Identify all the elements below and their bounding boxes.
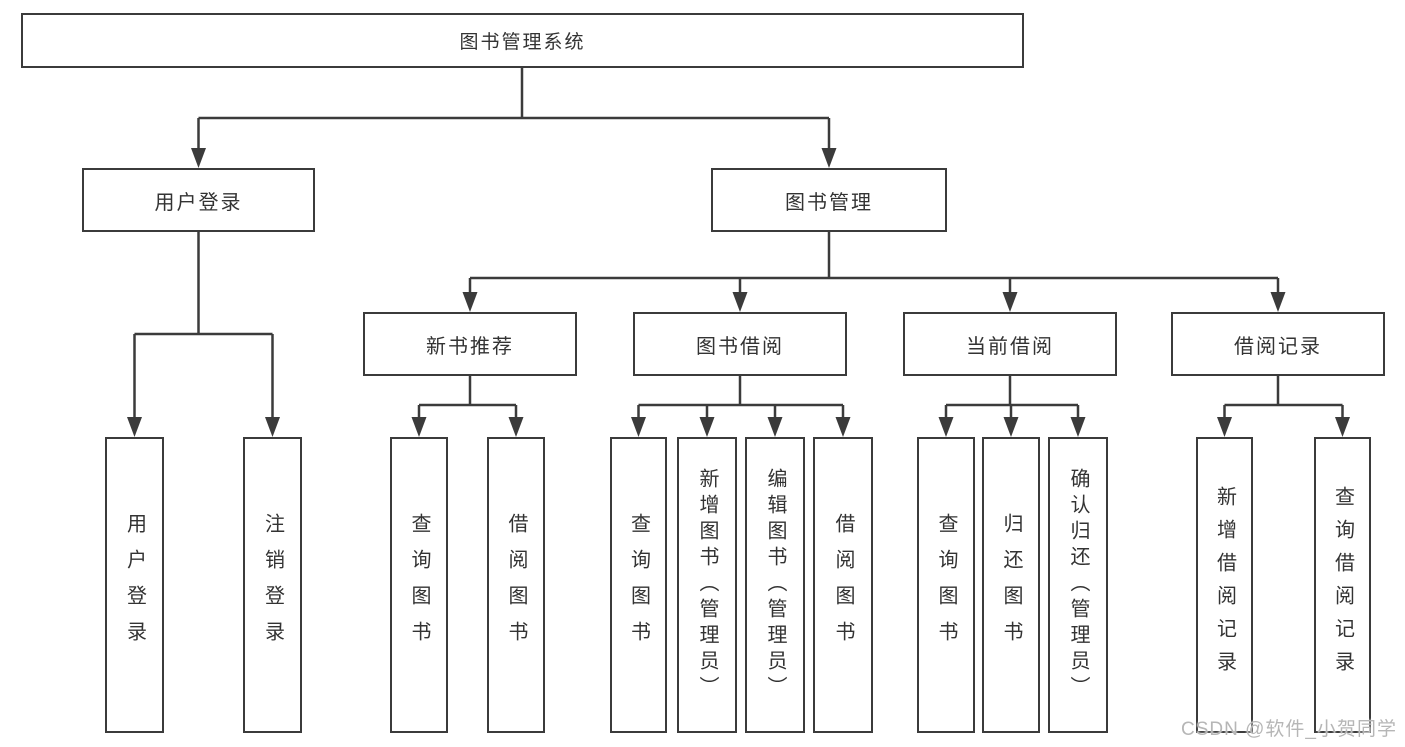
- leaf-user-login-label: 用户登录: [123, 513, 146, 657]
- node-book-management-branch: 图书管理: [711, 168, 947, 232]
- node-user-login-branch-label: 用户登录: [154, 191, 243, 214]
- node-library-management-system-label: 图书管理系统: [459, 32, 586, 53]
- leaf-recommend-borrow-books: 借阅图书: [487, 437, 545, 733]
- leaf-add-borrow-record: 新增借阅记录: [1196, 437, 1253, 733]
- node-library-management-system: 图书管理系统: [21, 13, 1024, 68]
- node-borrowing-records: 借阅记录: [1171, 312, 1385, 376]
- leaf-return-books: 归还图书: [982, 437, 1040, 733]
- leaf-logout-label: 注销登录: [261, 513, 284, 657]
- leaf-recommend-query-books: 查询图书: [390, 437, 448, 733]
- node-new-book-recommend: 新书推荐: [363, 312, 577, 376]
- leaf-recommend-query-books-label: 查询图书: [408, 513, 430, 657]
- leaf-recommend-borrow-books-label: 借阅图书: [505, 513, 527, 657]
- leaf-edit-book-admin: 编辑图书（管理员）: [745, 437, 805, 733]
- node-new-book-recommend-label: 新书推荐: [426, 335, 514, 358]
- leaf-current-query-books-label: 查询图书: [935, 513, 957, 657]
- node-book-borrowing-label: 图书借阅: [696, 335, 784, 358]
- node-current-borrowing-label: 当前借阅: [966, 335, 1054, 358]
- leaf-confirm-return-admin-label: 确认归还（管理员）: [1067, 468, 1089, 702]
- leaf-borrowing-query-books-label: 查询图书: [627, 513, 650, 657]
- leaf-confirm-return-admin: 确认归还（管理员）: [1048, 437, 1108, 733]
- node-book-borrowing: 图书借阅: [633, 312, 847, 376]
- leaf-borrowing-borrow-books: 借阅图书: [813, 437, 873, 733]
- node-current-borrowing: 当前借阅: [903, 312, 1117, 376]
- leaf-add-borrow-record-label: 新增借阅记录: [1213, 486, 1236, 684]
- leaf-current-query-books: 查询图书: [917, 437, 975, 733]
- node-borrowing-records-label: 借阅记录: [1234, 335, 1322, 358]
- leaf-edit-book-admin-label: 编辑图书（管理员）: [764, 468, 786, 702]
- node-book-management-branch-label: 图书管理: [785, 191, 873, 214]
- leaf-user-login: 用户登录: [105, 437, 164, 733]
- leaf-return-books-label: 归还图书: [1000, 513, 1022, 657]
- csdn-watermark: CSDN @软件_小贺同学: [1181, 719, 1397, 740]
- leaf-logout: 注销登录: [243, 437, 302, 733]
- leaf-borrowing-borrow-books-label: 借阅图书: [832, 513, 854, 657]
- node-user-login-branch: 用户登录: [82, 168, 315, 232]
- connector-lines: [133, 68, 1344, 419]
- leaf-add-book-admin-label: 新增图书（管理员）: [696, 468, 718, 702]
- leaf-add-book-admin: 新增图书（管理员）: [677, 437, 737, 733]
- leaf-borrowing-query-books: 查询图书: [610, 437, 667, 733]
- leaf-query-borrow-record: 查询借阅记录: [1314, 437, 1371, 733]
- leaf-query-borrow-record-label: 查询借阅记录: [1331, 486, 1354, 684]
